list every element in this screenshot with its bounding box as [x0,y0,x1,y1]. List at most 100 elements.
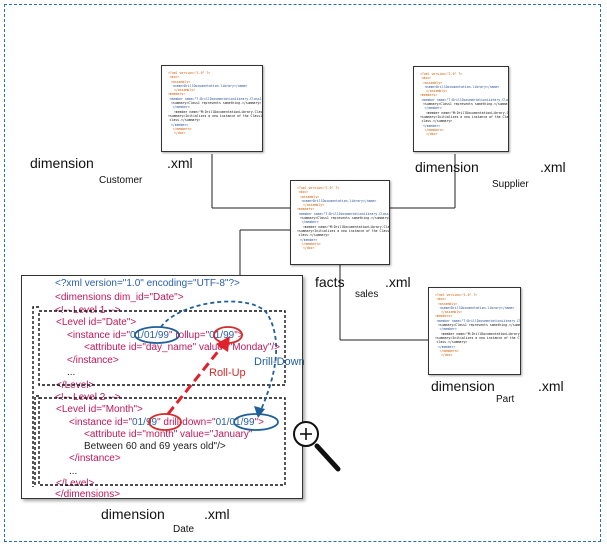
thumbnail-line: </members> [439,348,459,353]
thumbnail-line: </members> [301,241,321,246]
thumbnail-line: </assembly> [303,203,325,208]
label-part-name: dimension [431,378,495,394]
thumbnail-line: </assembly> [174,88,196,93]
thumbnail-line: <name>DrillDocumentation.library</name> [172,83,248,88]
drill-down-arrow-head [254,406,265,418]
thumbnail-line: <members> [297,207,315,212]
oval-instance2-id [148,413,182,431]
thumbnail-line: <name>DrillDocumentation.library</name> [301,198,377,203]
label-supplier-name: dimension [415,159,479,175]
thumbnail-line: </doc> [441,353,453,358]
instance2-end: "> [254,417,264,428]
xml-thumbnail-sales[interactable]: <?xml version="1.0" ?><doc><assembly><na… [290,180,390,265]
thumbnail-line: <assembly> [300,194,320,199]
thumbnail-line: <doc> [298,190,309,195]
xml-thumbnail-customer[interactable]: <?xml version="1.0" ?><doc><assembly><na… [161,65,263,152]
thumbnail-line: <?xml version="1.0" ?> [168,71,211,75]
level-close-1: </Level> [56,380,95,391]
rollup-prefix: " rollup=" [168,330,210,341]
ellipsis-2: ... [69,466,78,477]
level-close-2: </Level> [56,478,95,489]
thumbnail-line: </doc> [174,131,186,136]
attribute-month-line1: <attribute id="month" value="January" [84,429,253,440]
thumbnail-line: <name>DrillDocumentation.library</name> [439,305,515,310]
rollup-value[interactable]: 01/99 [209,330,235,341]
label-customer-sub: Customer [99,175,143,186]
attribute-month-line2: Between 60 and 69 years old"/> [84,441,226,452]
rollup-arrow-line [166,343,226,415]
thumbnail-line: <members> [420,93,438,98]
diagram-frame [4,4,601,542]
instance-month-line: <instance id="01/99" drill-down="01/01/9… [69,417,264,429]
thumbnail-line: <?xml version="1.0" ?> [420,72,463,76]
thumbnail-line: </members> [172,126,192,131]
label-part-sub: Part [496,394,515,405]
thumbnail-line: <doc> [436,297,447,302]
thumbnail-line: </member> [439,327,457,332]
thumbnail-line: <member name="M:DrillDocumentationLibrar… [441,331,520,336]
thumbnail-line: <summary>Initializes a new instance of t… [297,228,390,233]
thumbnail-line: class.</summary> [436,340,468,345]
label-supplier-sub: Supplier [492,179,529,190]
label-customer-name: dimension [30,155,94,171]
instance-close-1: </instance> [67,355,119,366]
level-date-open: <Level id="Date"> [56,317,137,328]
xml-thumbnail-part[interactable]: <?xml version="1.0" ?><doc><assembly><na… [428,287,521,375]
instance-date-line: <instance id="01/01/99" rollup="01/99"> [67,330,244,342]
thumbnail-line: </member> [424,106,442,111]
thumbnail-line: <?xml version="1.0" ?> [435,293,478,297]
label-supplier-ext: .xml [540,159,566,175]
label-date-name: dimension [101,506,165,522]
thumbnail-line: <member name="M:DrillDocumentationLibrar… [174,109,263,114]
thumbnail-line: class.</summary> [169,118,201,123]
label-customer-ext: .xml [167,155,193,171]
level2-bracket [34,395,39,487]
level-month-open: <Level id="Month"> [56,404,143,415]
dimensions-open-tag: <dimensions dim_id="Date"> [55,292,184,303]
thumbnail-line: </member> [300,237,318,242]
thumbnail-line: </assembly> [441,310,463,315]
label-sales-name: facts [315,274,345,290]
instance2-id-value[interactable]: 01/99 [132,417,158,428]
label-sales-ext: .xml [385,274,411,290]
xml-thumbnail-supplier[interactable]: <?xml version="1.0" ?><doc><assembly><na… [413,66,509,152]
roll-up-label: Roll-Up [209,367,246,379]
thumbnail-line: <member name="M:DrillDocumentationLibrar… [303,224,390,229]
thumbnail-line: </member> [172,105,190,110]
level2-comment: <!-- Level 2 --> [55,392,121,403]
instance-id-value[interactable]: 01/01/99 [130,330,169,341]
thumbnail-line: <member name="T:DrillDocumentationLibrar… [298,211,390,216]
thumbnail-line: <?xml version="1.0" ?> [297,186,340,190]
thumbnail-line: <name>DrillDocumentation.library</name> [424,84,500,89]
thumbnail-line: <summary>Initializes a new instance of t… [420,114,509,119]
oval-instance-id [134,326,180,344]
thumbnail-line: </doc> [303,246,315,251]
thumbnail-line: <doc> [169,75,180,80]
rollup-arrow-head [216,336,230,352]
xml-declaration: <?xml version="1.0" encoding="UTF-8"?> [55,278,240,289]
thumbnail-line: class.</summary> [421,119,453,124]
thumbnail-line: <summary>Class1 represents something.</s… [300,216,390,221]
thumbnail-line: </member> [438,344,456,349]
thumbnail-line: <member name="T:DrillDocumentationLibrar… [169,96,263,101]
instance-close-2: </instance> [69,453,121,464]
label-part-ext: .xml [538,378,564,394]
thumbnail-line: <assembly> [423,80,443,85]
thumbnail-line: <doc> [421,76,432,81]
label-date-ext: .xml [204,506,230,522]
thumbnail-line: <summary>Initializes a new instance of t… [435,335,521,340]
drill-value[interactable]: 01/01/99 [215,417,255,428]
level1-comment: <!-- Level 1 --> [55,305,121,316]
instance-end: "> [234,330,244,341]
thumbnail-line: <summary>Initializes a new instance of t… [168,113,263,118]
thumbnail-line: <summary>Class1 represents something.</s… [438,323,521,328]
thumbnail-line: <members> [435,314,453,319]
thumbnail-line: </member> [301,220,319,225]
instance-prefix: <instance id=" [67,330,131,341]
level1-dashed-box [38,310,286,386]
thumbnail-line: <summary>Class1 represents something.</s… [171,101,262,106]
thumbnail-line: </doc> [426,132,438,137]
drill-prefix: " drill-down=" [157,417,216,428]
thumbnail-line: class.</summary> [298,233,330,238]
